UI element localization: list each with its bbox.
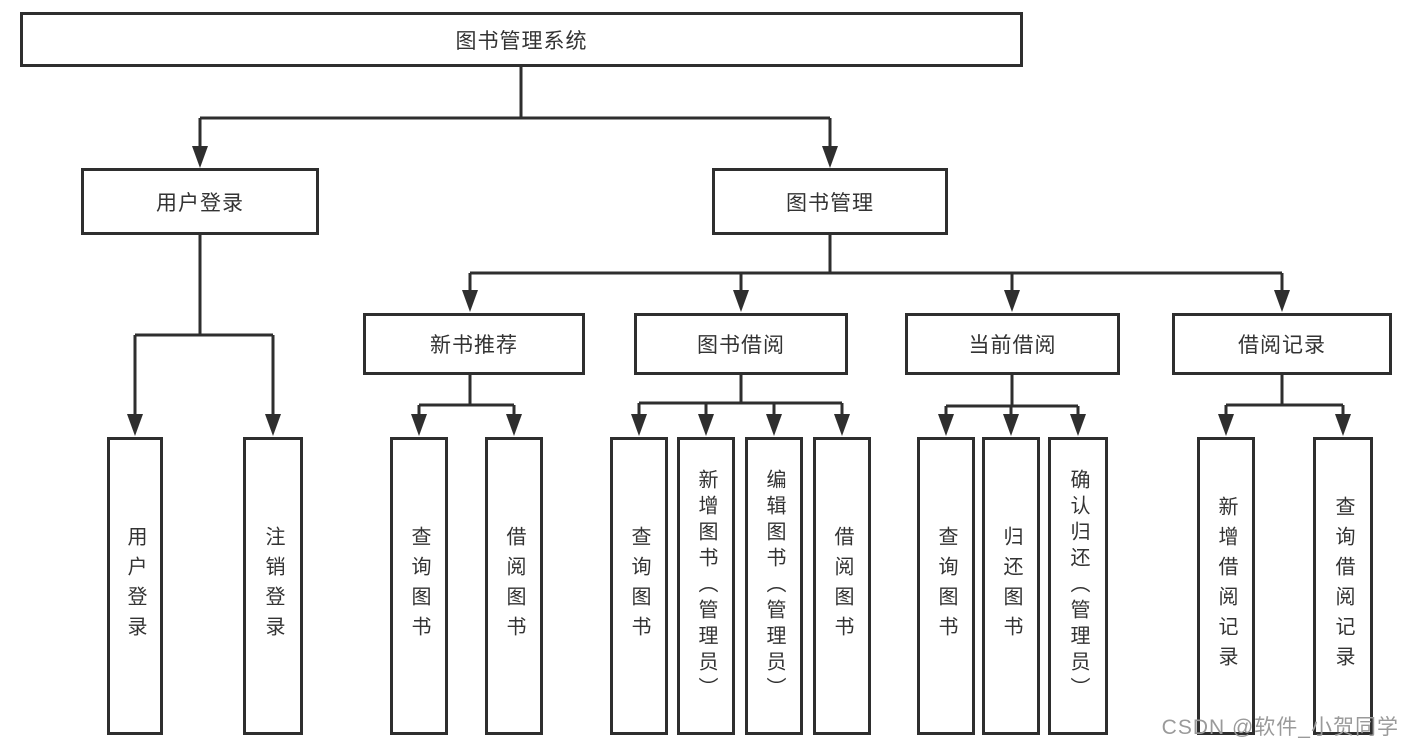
leaf-add-book-admin-box: 新增图书（管理员） — [677, 437, 735, 735]
leaf-query-book-borrow-box: 查询图书 — [610, 437, 668, 735]
borrowing-records-box: 借阅记录 — [1172, 313, 1392, 375]
leaf-confirm-return-admin-box: 确认归还（管理员） — [1048, 437, 1108, 735]
leaf-return-book-box: 归还图书 — [982, 437, 1040, 735]
current-borrowing-box: 当前借阅 — [905, 313, 1120, 375]
csdn-watermark-text: CSDN @软件_小贺同学 — [1161, 716, 1399, 739]
user-login-module-box: 用户登录 — [81, 168, 319, 235]
leaf-user-login-box: 用户登录 — [107, 437, 163, 735]
leaf-borrow-book-recommend-box: 借阅图书 — [485, 437, 543, 735]
book-borrowing-box: 图书借阅 — [634, 313, 848, 375]
new-book-recommend-box: 新书推荐 — [363, 313, 585, 375]
leaf-logout-box: 注销登录 — [243, 437, 303, 735]
leaf-query-book-current-box: 查询图书 — [917, 437, 975, 735]
book-management-module-box: 图书管理 — [712, 168, 948, 235]
leaf-borrow-book-box: 借阅图书 — [813, 437, 871, 735]
leaf-query-book-recommend-box: 查询图书 — [390, 437, 448, 735]
leaf-add-borrow-record-box: 新增借阅记录 — [1197, 437, 1255, 735]
leaf-query-borrow-record-box: 查询借阅记录 — [1313, 437, 1373, 735]
system-root-box: 图书管理系统 — [20, 12, 1023, 67]
leaf-edit-book-admin-box: 编辑图书（管理员） — [745, 437, 803, 735]
